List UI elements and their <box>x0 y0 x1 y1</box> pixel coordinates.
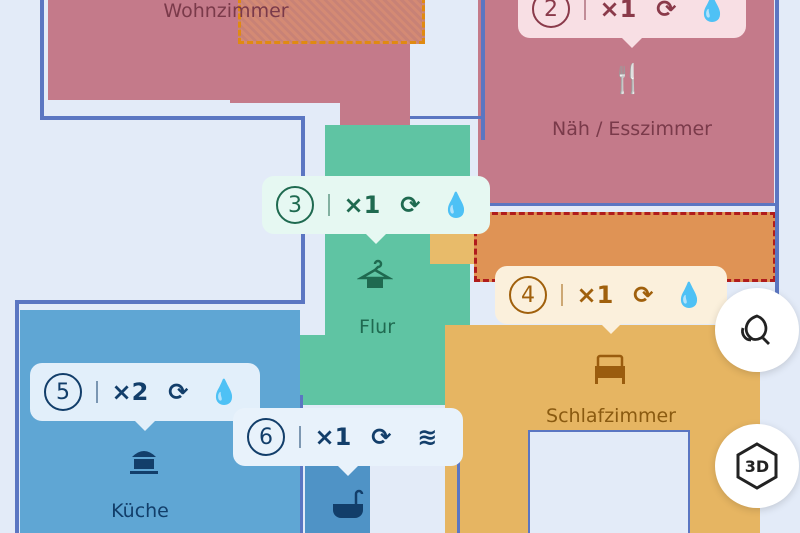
leaf-icon <box>737 308 777 352</box>
bathtub-icon <box>330 488 366 524</box>
room-label-flur: Flur <box>358 316 396 338</box>
passes: ×1 <box>343 191 381 219</box>
water-drop-icon: 💧 <box>674 281 705 309</box>
water-drop-icon: 💧 <box>441 191 472 219</box>
wall <box>40 116 305 120</box>
eco-mode-button[interactable] <box>715 288 799 372</box>
fork-knife-icon: 🍴 <box>610 62 645 95</box>
wall <box>40 0 44 120</box>
wall <box>775 0 779 300</box>
water-drop-icon: 💧 <box>697 0 728 23</box>
divider <box>328 194 330 216</box>
hanger-icon <box>356 258 394 294</box>
wall <box>15 300 305 304</box>
suction-icon: ⟳ <box>656 0 677 23</box>
bed-icon <box>592 352 628 386</box>
water-drop-icon: 💧 <box>209 378 240 406</box>
order-number: 3 <box>276 186 314 224</box>
suction-icon: ⟳ <box>168 378 189 406</box>
room-badge-6[interactable]: 6 ×1 ⟳ ≋ <box>233 408 463 476</box>
passes: ×1 <box>576 281 614 309</box>
divider <box>561 284 563 306</box>
room-badge-3[interactable]: 3 ×1 ⟳ 💧 <box>262 176 490 244</box>
passes: ×2 <box>111 378 149 406</box>
divider <box>299 426 301 448</box>
passes: ×1 <box>314 423 352 451</box>
wall <box>481 0 485 140</box>
passes: ×1 <box>599 0 637 23</box>
order-number: 5 <box>44 373 82 411</box>
room-badge-4[interactable]: 4 ×1 ⟳ 💧 <box>495 266 727 334</box>
room-label-wohnzimmer: Wohnzimmer <box>163 0 289 22</box>
order-number: 2 <box>532 0 570 28</box>
room-label-schlafzimmer: Schlafzimmer <box>546 405 676 427</box>
wall <box>457 430 460 533</box>
suction-icon: ⟳ <box>371 423 392 451</box>
cooking-pot-icon <box>128 443 160 477</box>
divider <box>584 0 586 20</box>
wall <box>480 203 778 206</box>
suction-icon: ⟳ <box>400 191 421 219</box>
order-number: 6 <box>247 418 285 456</box>
order-number: 4 <box>509 276 547 314</box>
view-3d-label: 3D <box>744 456 770 476</box>
wall <box>410 116 482 119</box>
room-badge-2[interactable]: 2 ×1 ⟳ 💧 <box>518 0 746 48</box>
room-wohnzimmer-ext[interactable] <box>230 95 410 103</box>
restricted-zone-wohnzimmer[interactable] <box>238 0 425 44</box>
room-label-esszimmer: Näh / Esszimmer <box>552 118 712 140</box>
suction-icon: ⟳ <box>633 281 654 309</box>
room-badge-5[interactable]: 5 ×2 ⟳ 💧 <box>30 363 260 431</box>
wall <box>15 300 19 533</box>
room-label-kueche: Küche <box>111 500 169 522</box>
view-3d-button[interactable]: 3D <box>715 424 799 508</box>
divider <box>96 381 98 403</box>
schlafzimmer-void <box>528 430 690 533</box>
waves-icon: ≋ <box>417 423 438 451</box>
